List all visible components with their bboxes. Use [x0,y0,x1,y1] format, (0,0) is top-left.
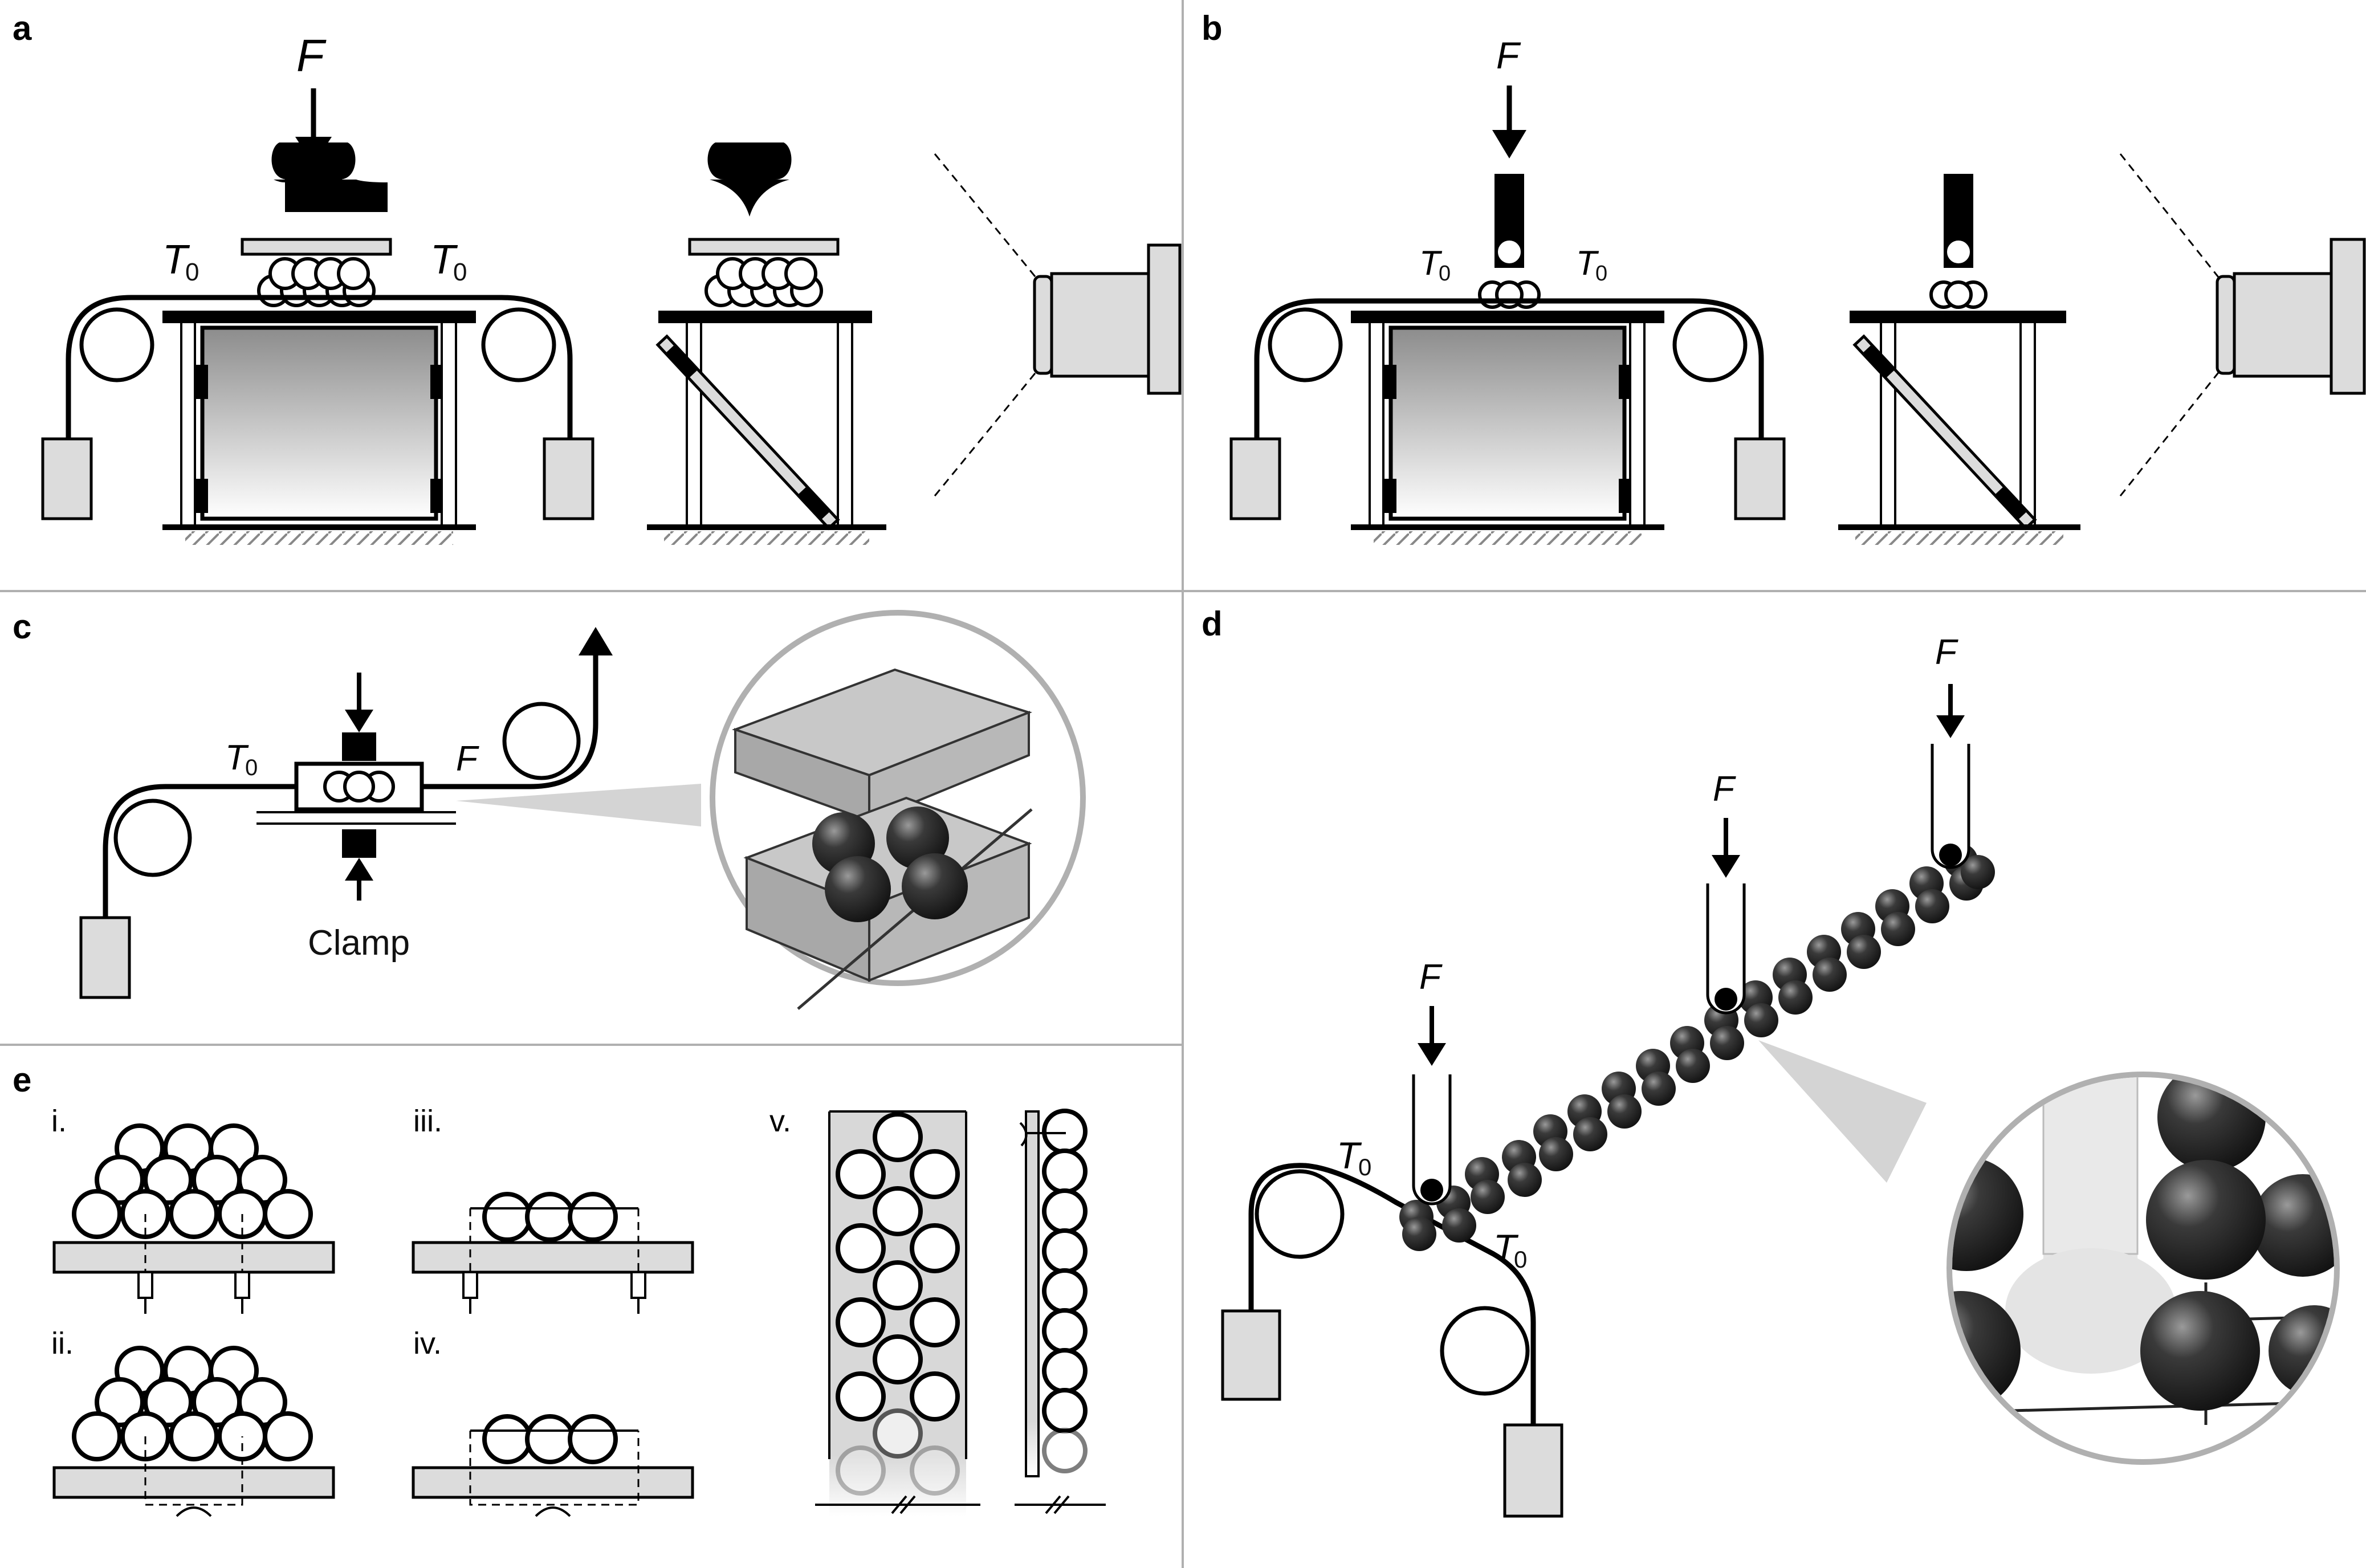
svg-text:0: 0 [1595,262,1607,286]
cable-a [66,295,573,519]
clamp-balls [323,771,395,803]
camera-a [1033,243,1182,395]
svg-text:T: T [1419,244,1443,282]
press-plate-side-a [688,238,840,256]
sphere-lattice-d [1399,844,1995,1251]
svg-text:F: F [1935,633,1958,672]
weight-c [79,916,131,999]
indenter-2-d: F [1706,769,1746,1015]
press-plate-a [241,238,392,256]
clamp-bottom [342,829,376,858]
zoom-callout-c [456,784,701,826]
config-iv [412,1414,694,1517]
mirror-a [655,334,840,531]
cable-b [1254,298,1764,519]
weight-right-a [543,437,594,520]
tank-b [1388,325,1627,521]
svg-text:0: 0 [1439,262,1451,286]
panel-c-label: c [13,608,31,646]
indenter-1-d: F [1412,958,1452,1205]
panel-b-label: b [1202,9,1223,47]
camera-view-top-a [934,153,1039,280]
tension-right-a: T 0 [430,237,467,286]
pulley-right-d [1440,1306,1530,1396]
clamp-label: Clamp [308,923,410,963]
config-v [815,1109,1106,1516]
svg-text:T: T [1576,244,1599,282]
panel-c: c T 0 F Clamp [13,608,1086,1010]
tension-label-c: T 0 [225,738,258,780]
sub-label-v: v. [769,1104,791,1138]
clamp-top [342,732,376,761]
tension-right-d: T 0 [1493,1227,1527,1273]
clamp-arrow-top [345,710,373,732]
panel-d-label: d [1202,605,1223,643]
panel-a: a F T 0 T 0 [13,9,1182,545]
ground-a [185,531,453,545]
pulley-right-c [502,702,581,780]
force-label-c: F [456,739,479,779]
weight-left-d [1221,1309,1281,1401]
table-top-a [162,311,476,323]
svg-text:0: 0 [245,755,258,780]
svg-text:T: T [1337,1134,1362,1176]
svg-text:0: 0 [1358,1154,1371,1180]
clamp-arrow-bottom [345,858,373,881]
config-iii [412,1192,694,1314]
weight-right-d [1503,1423,1563,1518]
svg-text:F: F [1713,769,1736,809]
pulley-left-c [113,799,192,877]
panel-a-label: a [13,9,32,47]
cable-c [103,650,598,918]
sample-balls-side-a [704,257,823,307]
weight-right-b [1734,437,1786,520]
tank-a [200,325,438,521]
panel-e-label: e [13,1061,31,1099]
sub-label-iii: iii. [413,1104,442,1138]
force-label-b: F [1496,34,1521,76]
tension-right-b: T 0 [1576,244,1607,286]
svg-text:0: 0 [1514,1246,1527,1273]
mirror-b [1852,334,2037,531]
svg-text:T: T [1493,1227,1519,1269]
panel-d: d T 0 T 0 [1202,605,2340,1518]
pull-arrow-c [579,627,613,655]
tension-left-d: T 0 [1337,1134,1371,1180]
config-i [52,1123,335,1314]
panel-b: b F T 0 T 0 [1202,9,2366,545]
pulley-left-a [79,307,154,382]
pulley-right-a [481,307,556,382]
svg-text:0: 0 [453,258,467,286]
tension-left-a: T 0 [162,237,199,286]
svg-text:0: 0 [185,258,199,286]
config-ii [52,1346,335,1517]
weight-left-a [41,437,93,520]
tension-left-b: T 0 [1419,244,1451,286]
table-top-side-a [658,311,872,323]
svg-text:T: T [162,237,190,283]
pulley-left-d [1255,1169,1345,1259]
weight-left-b [1229,437,1281,520]
sub-label-i: i. [51,1104,67,1138]
sub-label-iv: iv. [413,1326,442,1361]
force-label-a: F [296,30,327,81]
svg-text:T: T [430,237,458,283]
force-arrow-b [1492,130,1526,158]
svg-text:T: T [225,738,249,777]
camera-b [2216,238,2366,395]
zoom-callout-d [1758,1040,1927,1183]
sub-label-ii: ii. [51,1326,74,1361]
camera-view-bottom-a [934,370,1039,496]
panel-e: e i. ii. iii. iv. v. [13,1061,1106,1517]
indenter-3-d: F [1931,633,1970,869]
clamp-detail [732,668,1033,1010]
svg-text:F: F [1419,958,1443,997]
cable-d [1248,1163,1536,1425]
